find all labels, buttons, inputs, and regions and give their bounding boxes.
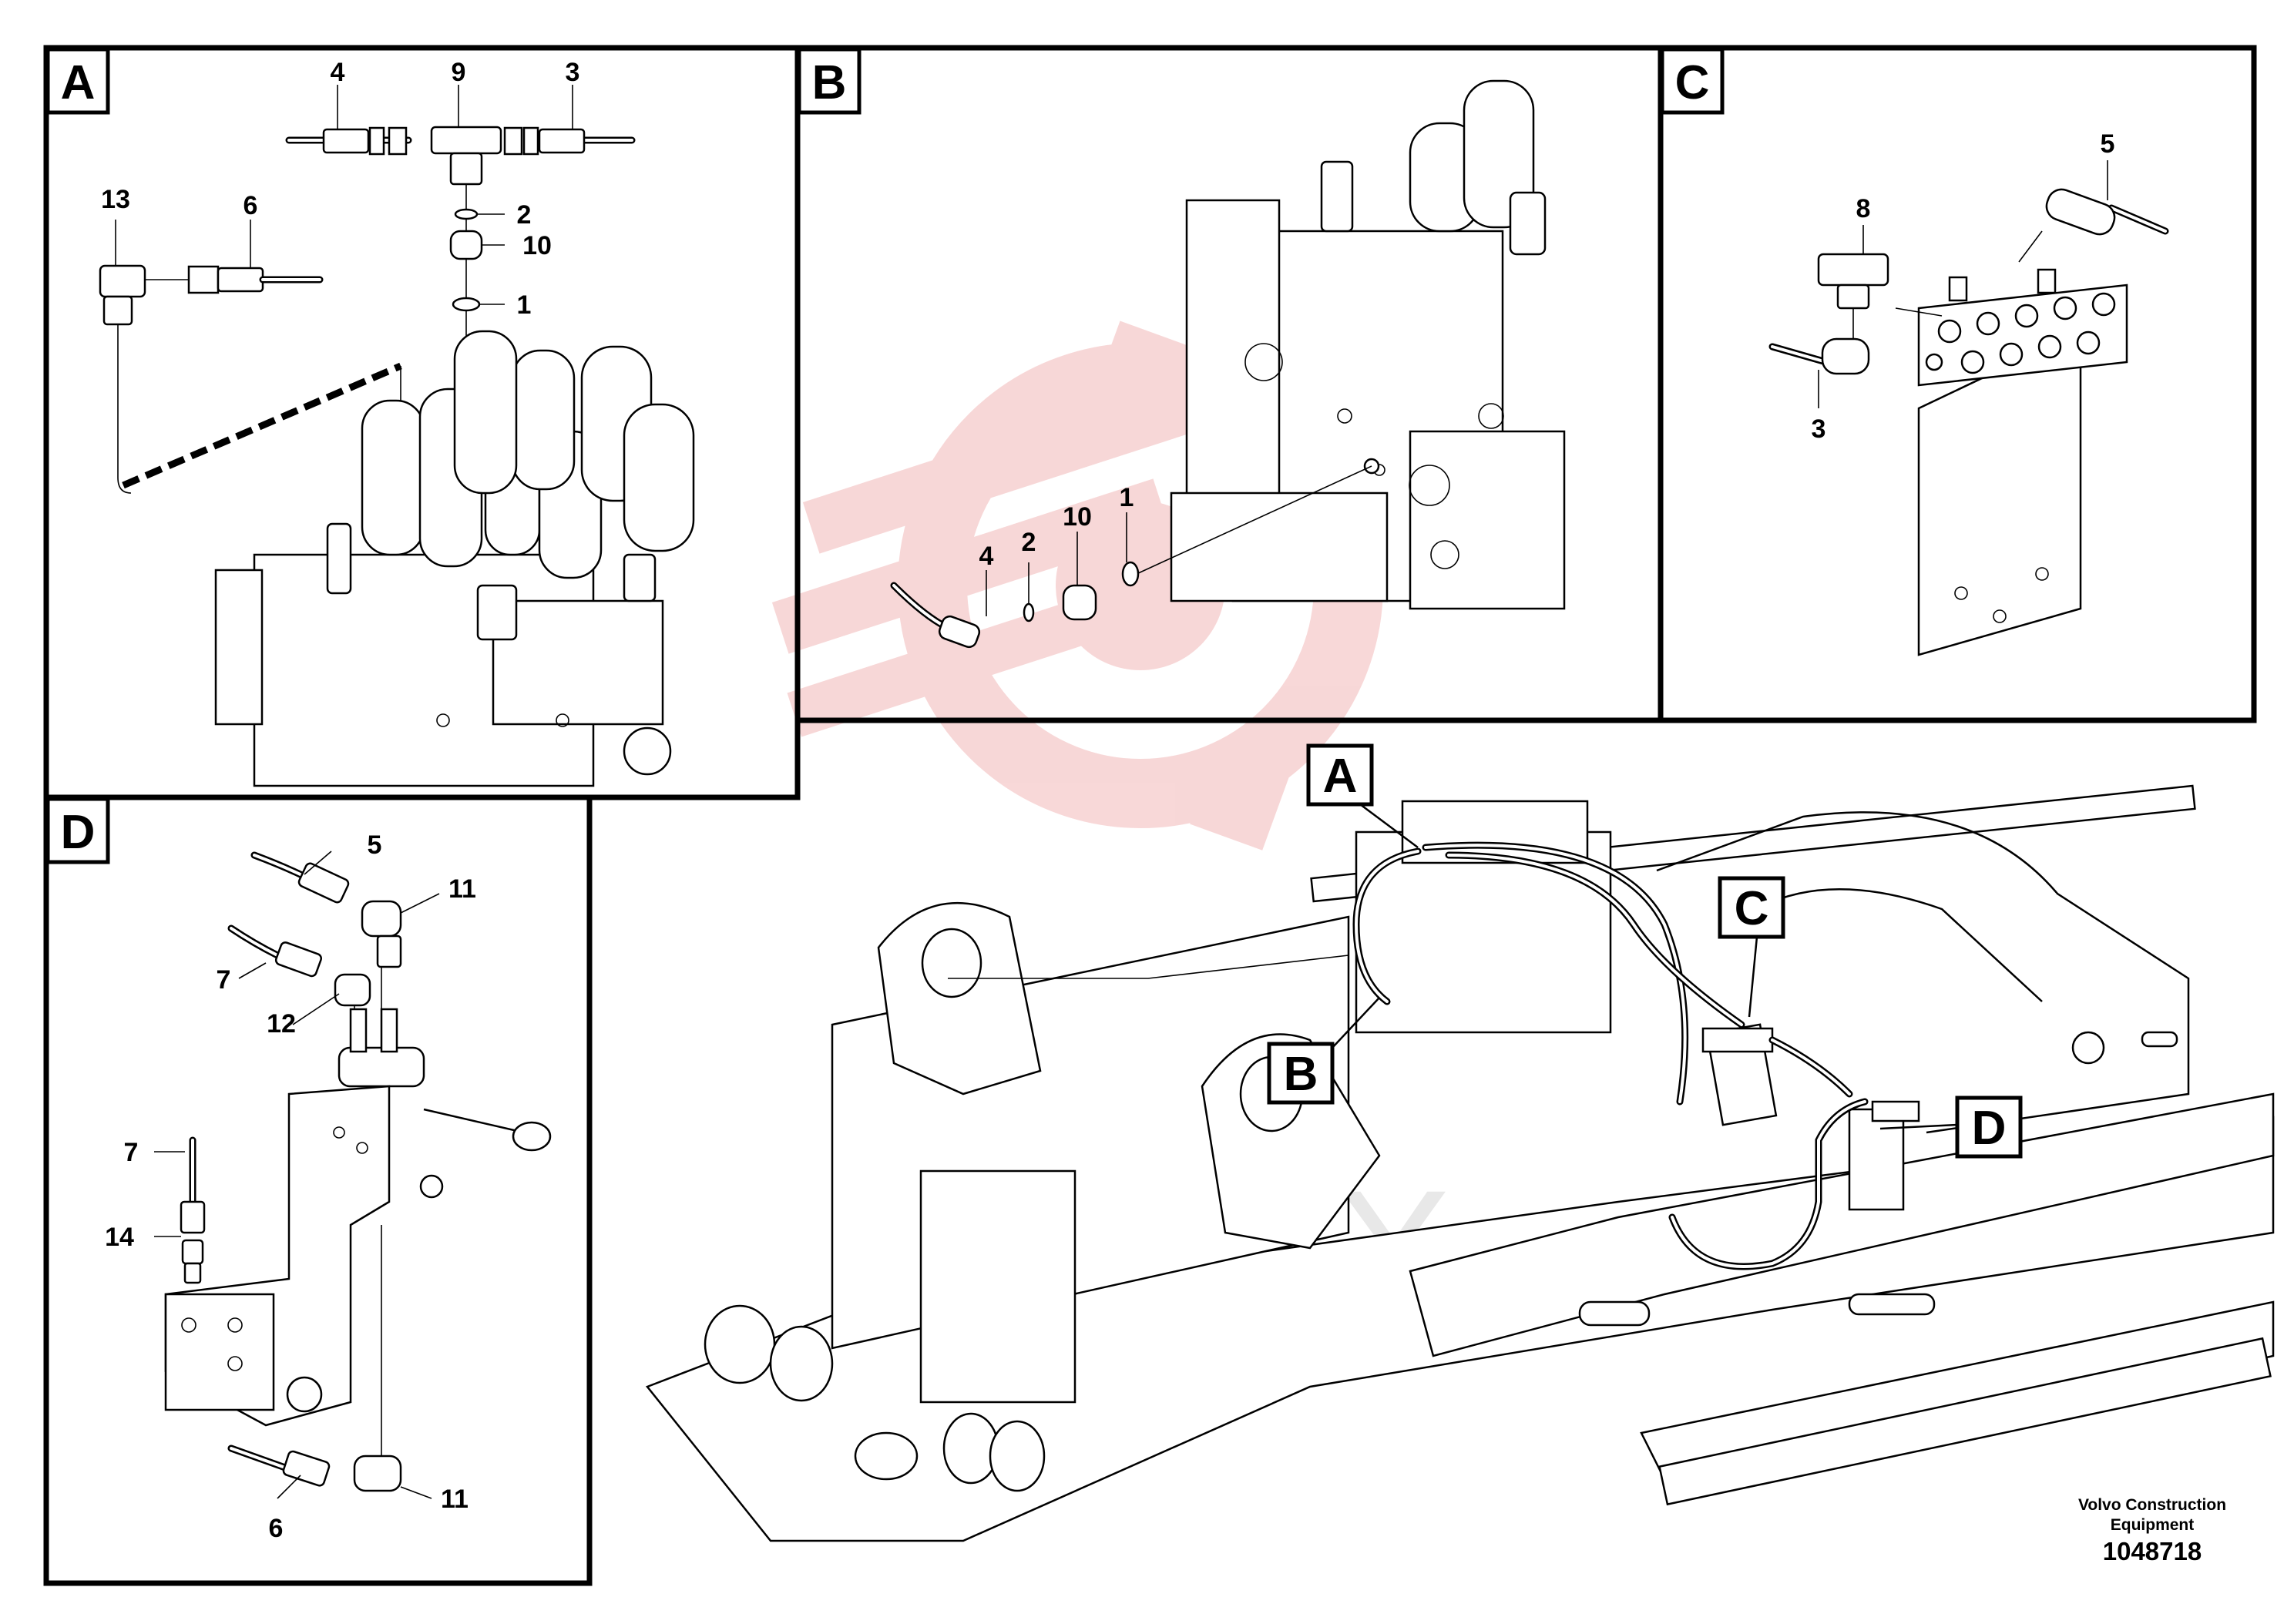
o-ring-icon — [1121, 561, 1140, 587]
tag-d-box — [1955, 1096, 2023, 1159]
panel-c-callouts: 5 8 3 — [1812, 129, 2115, 444]
panel-d-frame — [43, 794, 593, 1586]
panel-c-frame — [1658, 45, 2257, 723]
nut-icon — [522, 126, 539, 156]
tag-b: B — [1284, 1048, 1318, 1101]
panel-a-letter-box — [45, 47, 110, 115]
callout-5: 5 — [368, 830, 382, 860]
overview-hoses — [1352, 841, 1869, 1270]
panel-b-letter-box — [797, 47, 862, 115]
elbow-fitting-icon — [361, 900, 402, 938]
panel-d: D — [43, 794, 593, 1586]
tag-a-box — [1306, 743, 1374, 807]
hose-fitting-icon — [322, 128, 370, 154]
callout-7: 7 — [217, 965, 231, 995]
pilot-valve-bracket — [164, 1008, 552, 1427]
callout-12: 12 — [267, 1009, 296, 1038]
panel-c-letter-box — [1660, 47, 1725, 115]
tee-fitting-icon — [1817, 253, 1889, 287]
o-ring-icon — [454, 208, 479, 220]
callout-11: 11 — [441, 1485, 469, 1514]
callout-8: 8 — [1856, 194, 1871, 223]
tag-b-box — [1267, 1042, 1335, 1105]
adapter-icon — [449, 230, 483, 260]
overview-tags: A B C D — [1267, 743, 2023, 1159]
tee-stem-icon — [1836, 284, 1870, 310]
panel-b-callouts: 4 2 10 1 — [979, 483, 1134, 616]
hose-fitting-icon — [538, 128, 586, 154]
callout-1: 1 — [517, 290, 532, 320]
callout-2: 2 — [517, 200, 532, 230]
tee-fitting-icon — [430, 126, 502, 155]
overview-machine-frame — [645, 784, 2275, 1542]
callout-3: 3 — [1812, 414, 1826, 444]
tag-c-box — [1718, 876, 1785, 939]
callout-11: 11 — [448, 874, 476, 904]
panel-d-callouts: 5 11 7 12 7 14 6 11 — [105, 830, 476, 1543]
panel-d-letter: D — [61, 806, 96, 859]
hose-fitting-icon — [282, 1450, 331, 1487]
callout-5: 5 — [2101, 129, 2115, 159]
footer: Volvo Construction Equipment 1048718 — [2078, 1496, 2226, 1565]
callout-4: 4 — [979, 542, 994, 571]
panel-c-letter: C — [1675, 56, 1710, 109]
panel-a: A — [43, 45, 801, 800]
elbow-fitting-icon — [938, 615, 981, 649]
valve-block-b — [1170, 79, 1566, 610]
callout-10: 10 — [1063, 502, 1092, 532]
elbow-fitting-icon — [353, 1455, 402, 1492]
elbow-stem-icon — [102, 295, 133, 326]
elbow-fitting-icon — [2045, 188, 2116, 236]
callout-10: 10 — [522, 231, 552, 260]
panel-c: C 5 8 3 — [1658, 45, 2257, 723]
panel-d-letter-box — [45, 797, 110, 864]
o-ring-icon — [452, 297, 481, 312]
o-ring-icon — [1023, 602, 1035, 622]
nut-icon — [187, 265, 220, 294]
nut-icon — [368, 126, 385, 156]
tag-a: A — [1323, 750, 1358, 803]
callout-3: 3 — [566, 58, 580, 87]
panel-a-callouts: 4 9 3 2 10 1 13 6 — [101, 58, 579, 320]
elbow-fitting-icon — [334, 973, 371, 1007]
drawing-number: 1048718 — [2103, 1537, 2202, 1565]
callout-2: 2 — [1022, 528, 1036, 557]
callout-13: 13 — [101, 185, 130, 214]
hose-fitting-icon — [217, 267, 264, 293]
callout-4: 4 — [331, 58, 345, 87]
nut-icon — [503, 126, 523, 156]
elbow-fitting-icon — [99, 264, 146, 298]
callout-6: 6 — [269, 1514, 284, 1543]
panel-b-letter: B — [812, 56, 847, 109]
panel-a-letter: A — [61, 56, 96, 109]
callout-7: 7 — [124, 1138, 139, 1167]
panel-b: B 4 2 — [794, 45, 1664, 723]
callout-6: 6 — [244, 191, 258, 220]
callout-9: 9 — [452, 58, 466, 87]
elbow-fitting-icon — [1821, 337, 1870, 375]
control-valve-block — [214, 330, 695, 787]
callout-14: 14 — [105, 1223, 134, 1252]
manifold-bracket — [1917, 268, 2128, 656]
tag-d: D — [1972, 1102, 2007, 1155]
tag-c: C — [1735, 882, 1769, 935]
hose-fitting-icon — [297, 862, 350, 904]
tee-stem-icon — [449, 152, 483, 186]
hose-fitting-icon — [274, 941, 323, 978]
company-name-line1: Volvo Construction — [2078, 1496, 2226, 1514]
callout-1: 1 — [1120, 483, 1134, 512]
nut-icon — [388, 126, 408, 156]
adapter-icon — [1062, 584, 1097, 621]
company-name-line2: Equipment — [2111, 1516, 2195, 1534]
